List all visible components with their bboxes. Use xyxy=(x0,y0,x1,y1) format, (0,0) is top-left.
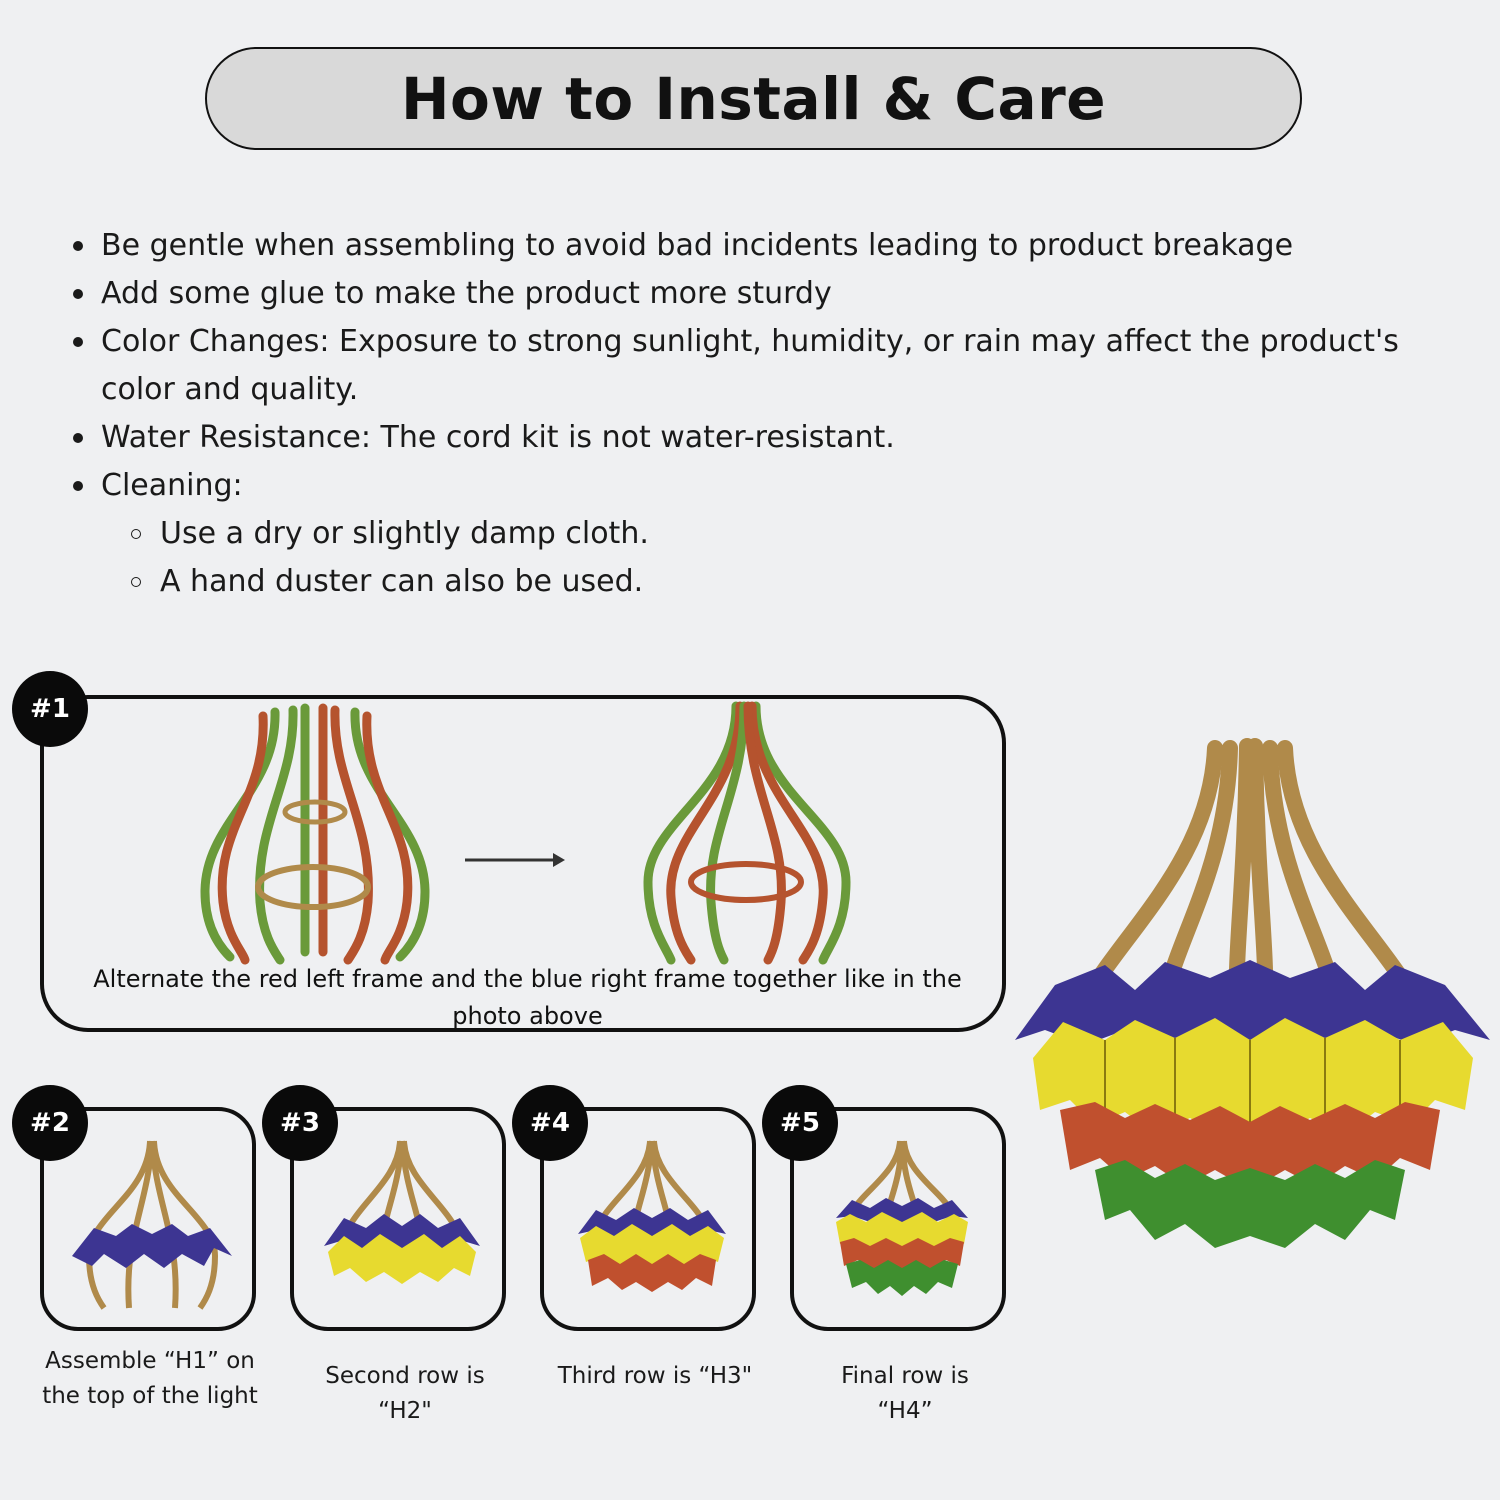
arrow-right-icon xyxy=(465,853,565,867)
step-5-caption: Final row is “H4” xyxy=(841,1363,969,1424)
list-item: Add some glue to make the product more s… xyxy=(0,270,1500,318)
step-1-caption: Alternate the red left frame and the blu… xyxy=(93,965,962,1030)
step-4-caption: Third row is “H3" xyxy=(557,1363,753,1389)
step-4-panel xyxy=(540,1107,756,1331)
lamp-step-5-illustration xyxy=(836,1140,968,1296)
page-title: How to Install & Care xyxy=(400,64,1107,133)
finished-lamp-illustration xyxy=(1015,738,1490,1248)
step-5-badge: #5 xyxy=(762,1085,838,1161)
list-item: Be gentle when assembling to avoid bad i… xyxy=(0,222,1500,270)
step-3-badge: #3 xyxy=(262,1085,338,1161)
step-2-badge: #2 xyxy=(12,1085,88,1161)
list-item: Water Resistance: The cord kit is not wa… xyxy=(0,414,1500,462)
frame-separate-illustration xyxy=(200,703,430,965)
step-4-badge: #4 xyxy=(512,1085,588,1161)
lamp-step-3-illustration xyxy=(324,1140,480,1284)
step-2-caption: Assemble “H1” on the top of the light xyxy=(42,1348,258,1409)
care-instructions-list: Be gentle when assembling to avoid bad i… xyxy=(0,222,1500,606)
sub-list-item: Use a dry or slightly damp cloth. xyxy=(0,510,1500,558)
frame-assembled-illustration xyxy=(643,701,851,965)
lamp-step-4-illustration xyxy=(578,1140,726,1292)
step-3-caption: Second row is “H2" xyxy=(325,1363,485,1424)
lamp-step-2-illustration xyxy=(72,1140,232,1310)
list-item: Cleaning: xyxy=(0,462,1500,510)
title-pill: How to Install & Care xyxy=(205,47,1302,150)
step-1-badge: #1 xyxy=(12,671,88,747)
step-2-panel xyxy=(40,1107,256,1331)
sub-list-item: A hand duster can also be used. xyxy=(0,558,1500,606)
list-item: Color Changes: Exposure to strong sunlig… xyxy=(0,318,1500,414)
